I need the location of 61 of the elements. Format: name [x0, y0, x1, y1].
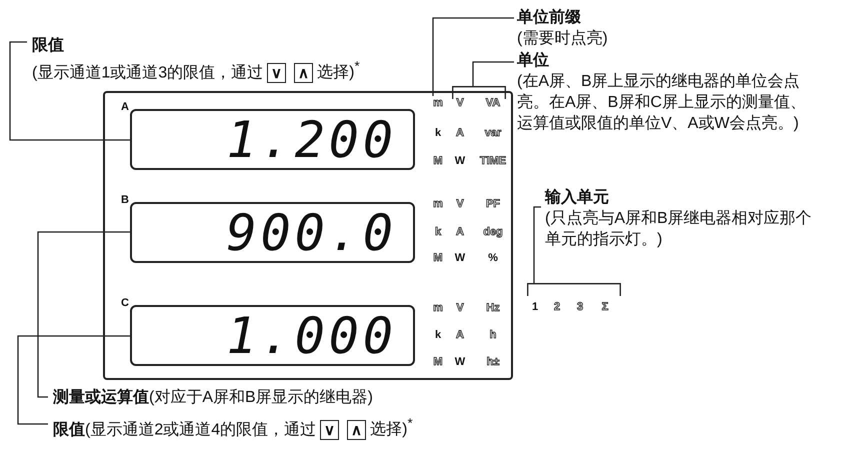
- unit-indicator: V: [456, 96, 464, 110]
- leader-line: [533, 206, 541, 283]
- display-letter: A: [121, 101, 129, 113]
- unit-indicator: m: [433, 96, 443, 110]
- leader-line: [37, 231, 130, 398]
- callout-text: (显示通道1或通道3的限值，通过: [32, 64, 264, 82]
- digit-readout: 1.000: [226, 309, 397, 363]
- lcd-display: [130, 109, 415, 170]
- unit-indicator: A: [456, 328, 464, 342]
- callout-text: 测量或运算值(对应于A屏和B屏显示的继电器): [53, 389, 373, 406]
- input-indicator: 1: [532, 300, 538, 314]
- callout-text: 限值(显示通道2或通道4的限值，通过: [53, 421, 316, 438]
- input-indicator: 2: [554, 300, 560, 314]
- unit-indicator: V: [456, 197, 464, 211]
- unit-indicator: M: [433, 251, 443, 265]
- unit-indicator: W: [454, 154, 466, 168]
- unit-indicator: %: [488, 251, 498, 265]
- unit-indicator: var: [484, 126, 502, 140]
- lcd-display: [130, 305, 415, 366]
- unit-indicator: V: [456, 301, 464, 315]
- callout-text: (只点亮与A屏和B屏继电器相对应那个单元的指示灯。): [545, 210, 812, 248]
- unit-indicator: k: [434, 225, 442, 239]
- unit-indicator: deg: [483, 225, 503, 239]
- leader-line: [9, 41, 130, 141]
- unit-indicator: k: [434, 126, 442, 140]
- callout-heading: 单位前缀: [517, 8, 582, 28]
- key-icon: ∨: [320, 420, 340, 440]
- leader-line: [472, 61, 514, 86]
- bracket: [452, 86, 506, 99]
- key-icon: ∧: [347, 420, 366, 440]
- unit-indicator: m: [433, 301, 443, 315]
- bracket: [527, 283, 621, 296]
- input-indicator: Σ: [602, 300, 608, 314]
- key-icon: ∧: [294, 63, 314, 84]
- unit-indicator: m: [433, 197, 443, 211]
- digit-readout: 900.0: [226, 206, 397, 260]
- lcd-display: [130, 202, 415, 263]
- unit-indicator: PF: [486, 197, 500, 211]
- unit-indicator: h: [490, 328, 496, 342]
- callout-heading: 单位: [517, 51, 550, 71]
- unit-indicator: W: [454, 251, 466, 265]
- digit-readout: 1.200: [226, 113, 397, 167]
- display-letter: C: [121, 297, 129, 309]
- unit-indicator: W: [454, 355, 466, 369]
- unit-indicator: k: [434, 328, 442, 342]
- unit-indicator: TIME: [480, 154, 506, 168]
- callout-text: (在A屏、B屏上显示的继电器的单位会点亮。在A屏、B屏和C屏上显示的测量值、运算值或限值的单位V、A或W会点亮。): [517, 73, 806, 132]
- unit-indicator: M: [433, 355, 443, 369]
- leader-line: [17, 335, 130, 425]
- callout-heading: 输入单元: [545, 188, 610, 208]
- callout-heading: 限值: [32, 36, 65, 56]
- unit-indicator: M: [433, 154, 443, 168]
- unit-indicator: Hz: [486, 301, 500, 315]
- unit-indicator: A: [456, 225, 464, 239]
- unit-indicator: h±: [486, 355, 500, 369]
- display-letter: B: [121, 194, 129, 206]
- unit-indicator: VA: [486, 96, 500, 110]
- leader-line: [432, 17, 514, 96]
- key-icon: ∨: [267, 63, 286, 84]
- unit-indicator: A: [456, 126, 464, 140]
- callout-text: (需要时点亮): [517, 30, 608, 47]
